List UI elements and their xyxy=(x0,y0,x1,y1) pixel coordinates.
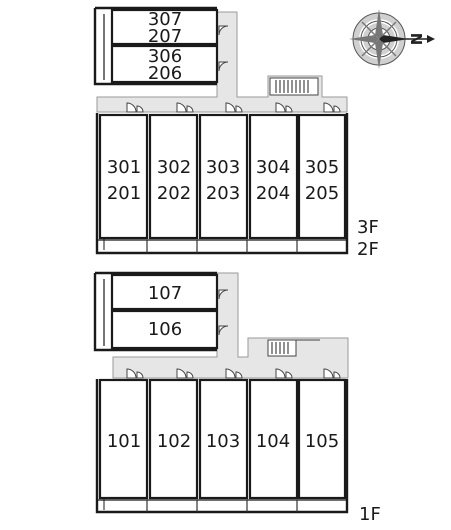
ground-main-rooms xyxy=(98,378,347,500)
room-304-204 xyxy=(248,113,299,240)
ground-side-doors xyxy=(218,289,229,336)
room-label-106: 106 xyxy=(148,319,182,340)
room-label-303: 303 xyxy=(206,157,240,178)
floor-label-3f: 3F xyxy=(357,217,379,238)
room-label-307: 307 xyxy=(148,9,182,30)
room-label-301: 301 xyxy=(107,157,141,178)
ground-main-doors xyxy=(126,368,341,379)
upper-side-doors xyxy=(218,25,229,72)
room-106 xyxy=(110,309,219,350)
room-label-104: 104 xyxy=(256,431,290,452)
room-label-102: 102 xyxy=(157,431,191,452)
room-104 xyxy=(248,378,299,500)
room-label-103: 103 xyxy=(206,431,240,452)
compass-direction-letter: N xyxy=(407,33,425,46)
room-label-202: 202 xyxy=(157,183,191,204)
room-306-206 xyxy=(110,44,219,84)
ground-building: 107 106 101 1 xyxy=(93,271,381,525)
room-303-203 xyxy=(198,113,249,240)
upper-side-block-frame xyxy=(93,6,217,86)
room-301-201 xyxy=(98,113,149,240)
room-101 xyxy=(98,378,149,500)
room-label-302: 302 xyxy=(157,157,191,178)
room-107 xyxy=(110,273,219,311)
compass-rose-icon: N xyxy=(349,9,435,69)
floor-label-2f: 2F xyxy=(357,239,379,260)
room-label-207: 207 xyxy=(148,26,182,47)
room-302-202 xyxy=(148,113,199,240)
room-label-204: 204 xyxy=(256,183,290,204)
ground-stairs xyxy=(267,339,320,357)
ground-side-block-frame xyxy=(93,271,217,352)
room-label-305: 305 xyxy=(305,157,339,178)
room-103 xyxy=(198,378,249,500)
room-label-105: 105 xyxy=(305,431,339,452)
upper-main-doors xyxy=(126,102,341,113)
upper-main-block-frame xyxy=(95,113,349,255)
room-label-107: 107 xyxy=(148,283,182,304)
room-102 xyxy=(148,378,199,500)
room-label-205: 205 xyxy=(305,183,339,204)
room-label-201: 201 xyxy=(107,183,141,204)
room-105 xyxy=(297,378,347,500)
room-label-101: 101 xyxy=(107,431,141,452)
room-label-203: 203 xyxy=(206,183,240,204)
upper-stairs xyxy=(269,77,319,96)
room-label-304: 304 xyxy=(256,157,290,178)
upper-building: 307 207 306 206 xyxy=(93,6,379,260)
room-label-206: 206 xyxy=(148,63,182,84)
ground-main-block-frame xyxy=(95,379,349,514)
floor-label-1f: 1F xyxy=(359,504,381,525)
room-label-306: 306 xyxy=(148,46,182,67)
upper-main-rooms xyxy=(98,113,347,240)
room-305-205 xyxy=(297,113,347,240)
room-307-207 xyxy=(110,8,219,46)
